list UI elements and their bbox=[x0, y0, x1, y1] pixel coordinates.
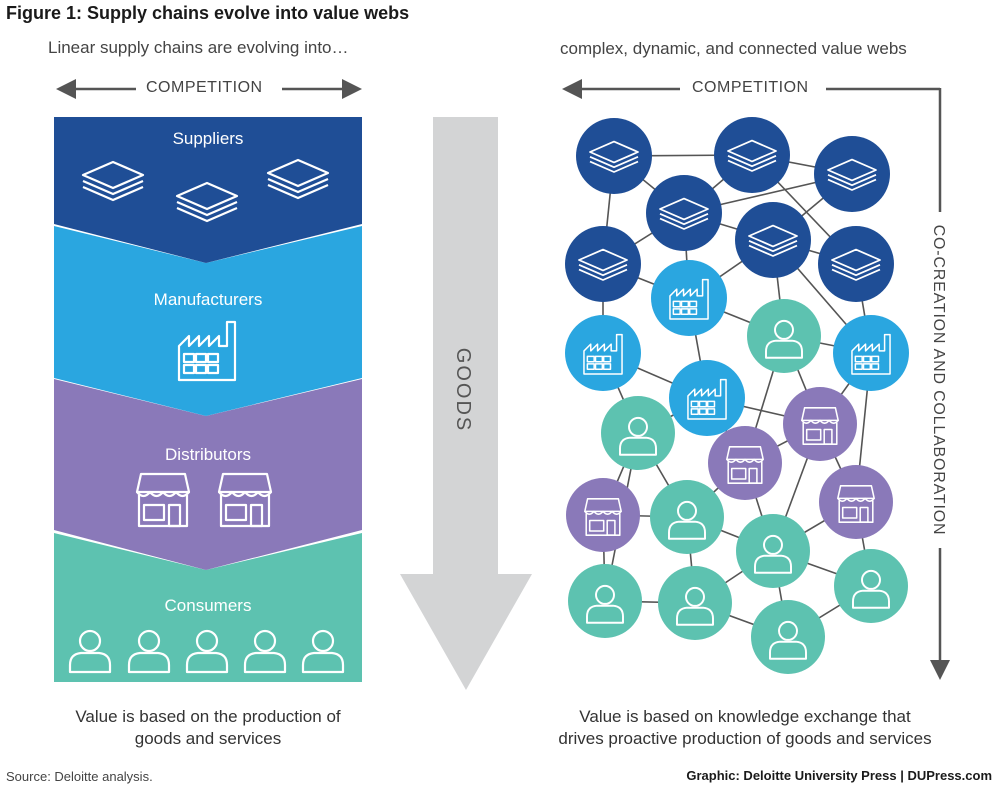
consumer-node bbox=[834, 549, 908, 623]
right-caption-line1: Value is based on knowledge exchange tha… bbox=[579, 707, 911, 726]
left-competition-arrow bbox=[56, 79, 362, 99]
left-competition-label: COMPETITION bbox=[140, 79, 269, 97]
distributor-node bbox=[819, 465, 893, 539]
supplier-node bbox=[714, 117, 790, 193]
supplier-node bbox=[576, 118, 652, 194]
supplier-node bbox=[565, 226, 641, 302]
right-caption-line2: drives proactive production of goods and… bbox=[558, 729, 932, 748]
consumer-node bbox=[747, 299, 821, 373]
band-consumers bbox=[54, 533, 362, 682]
band-label-manufacturers: Manufacturers bbox=[154, 290, 263, 309]
consumer-node bbox=[650, 480, 724, 554]
band-label-consumers: Consumers bbox=[165, 596, 252, 615]
right-competition-label: COMPETITION bbox=[686, 79, 815, 97]
band-suppliers bbox=[54, 117, 362, 263]
consumer-node bbox=[658, 566, 732, 640]
consumer-node bbox=[736, 514, 810, 588]
supplier-node bbox=[735, 202, 811, 278]
manufacturer-node bbox=[669, 360, 745, 436]
left-caption-line1: Value is based on the production of bbox=[75, 707, 341, 726]
band-distributors bbox=[54, 379, 362, 570]
left-subtitle: Linear supply chains are evolving into… bbox=[48, 38, 349, 57]
supplier-node bbox=[646, 175, 722, 251]
supplier-node bbox=[814, 136, 890, 212]
co-creation-label: CO-CREATION AND COLLABORATION bbox=[930, 225, 947, 536]
band-label-suppliers: Suppliers bbox=[173, 129, 244, 148]
right-caption: Value is based on knowledge exchange tha… bbox=[540, 706, 950, 750]
consumer-node bbox=[751, 600, 825, 674]
band-label-distributors: Distributors bbox=[165, 445, 251, 464]
left-caption: Value is based on the production of good… bbox=[30, 706, 386, 750]
manufacturer-node bbox=[833, 315, 909, 391]
figure-title: Figure 1: Supply chains evolve into valu… bbox=[6, 3, 410, 23]
consumer-node bbox=[601, 396, 675, 470]
network-nodes bbox=[565, 117, 909, 674]
source-note: Source: Deloitte analysis. bbox=[6, 769, 153, 784]
graphic-credit: Graphic: Deloitte University Press | DUP… bbox=[686, 768, 992, 783]
right-competition-arrow bbox=[562, 79, 950, 680]
supplier-node bbox=[818, 226, 894, 302]
right-subtitle: complex, dynamic, and connected value we… bbox=[560, 39, 907, 58]
band-manufacturers bbox=[54, 226, 362, 416]
manufacturer-node bbox=[565, 315, 641, 391]
distributor-node bbox=[708, 426, 782, 500]
distributor-node bbox=[566, 478, 640, 552]
manufacturer-node bbox=[651, 260, 727, 336]
consumer-node bbox=[568, 564, 642, 638]
goods-label: GOODS bbox=[452, 348, 474, 432]
goods-arrow bbox=[400, 117, 532, 690]
left-caption-line2: goods and services bbox=[134, 729, 282, 748]
distributor-node bbox=[783, 387, 857, 461]
